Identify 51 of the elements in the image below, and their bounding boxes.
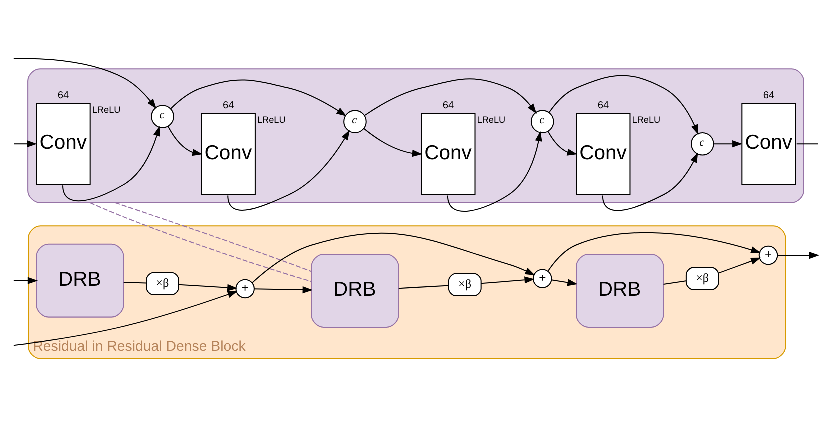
arrow xyxy=(62,126,160,202)
arrow xyxy=(714,140,743,148)
node-circle: + xyxy=(758,246,778,266)
node-box: ×β xyxy=(686,267,720,290)
arrow xyxy=(168,126,203,156)
arrow xyxy=(14,291,238,346)
node-label: 64 xyxy=(223,100,234,112)
arrow xyxy=(602,152,698,212)
node-box: ×β xyxy=(146,272,180,296)
arrow xyxy=(14,277,38,284)
node-label: LReLU xyxy=(632,115,661,126)
arrow xyxy=(718,258,762,274)
arrow xyxy=(552,279,578,286)
arrow xyxy=(228,130,350,211)
node-circle: c xyxy=(151,105,174,128)
connector xyxy=(398,285,449,290)
node-circle: c xyxy=(530,110,554,134)
arrow xyxy=(548,232,762,272)
node-circle: + xyxy=(236,279,255,299)
arrow xyxy=(481,276,535,284)
node-label: 64 xyxy=(763,90,775,102)
node-circle: c xyxy=(344,110,367,134)
node-label: LReLU xyxy=(257,115,286,126)
arrow xyxy=(179,284,238,292)
node-box: DRB xyxy=(36,244,124,318)
arrow xyxy=(254,286,313,294)
node-box: DRB xyxy=(576,254,664,328)
node-label: 64 xyxy=(58,90,70,102)
node-label: LReLU xyxy=(92,104,121,115)
connector xyxy=(115,202,312,272)
node-box: DRB xyxy=(311,254,400,328)
arrow xyxy=(14,140,38,148)
connector xyxy=(124,282,146,284)
arrow xyxy=(364,78,537,116)
arrow xyxy=(447,131,542,212)
arrow xyxy=(364,128,423,158)
node-box: ×β xyxy=(448,273,482,297)
node-circle: + xyxy=(532,269,552,288)
arrow xyxy=(252,232,536,284)
arrow xyxy=(14,58,157,110)
node-label: 64 xyxy=(598,100,610,112)
connector xyxy=(664,280,686,286)
node-label: LReLU xyxy=(477,115,506,126)
arrow xyxy=(548,131,578,156)
connector xyxy=(796,144,818,145)
node-circle: c xyxy=(691,132,714,156)
arrow xyxy=(548,75,699,135)
connector xyxy=(90,202,312,282)
node-label: 64 xyxy=(442,100,454,112)
arrow xyxy=(778,252,820,260)
arrow xyxy=(170,80,347,116)
